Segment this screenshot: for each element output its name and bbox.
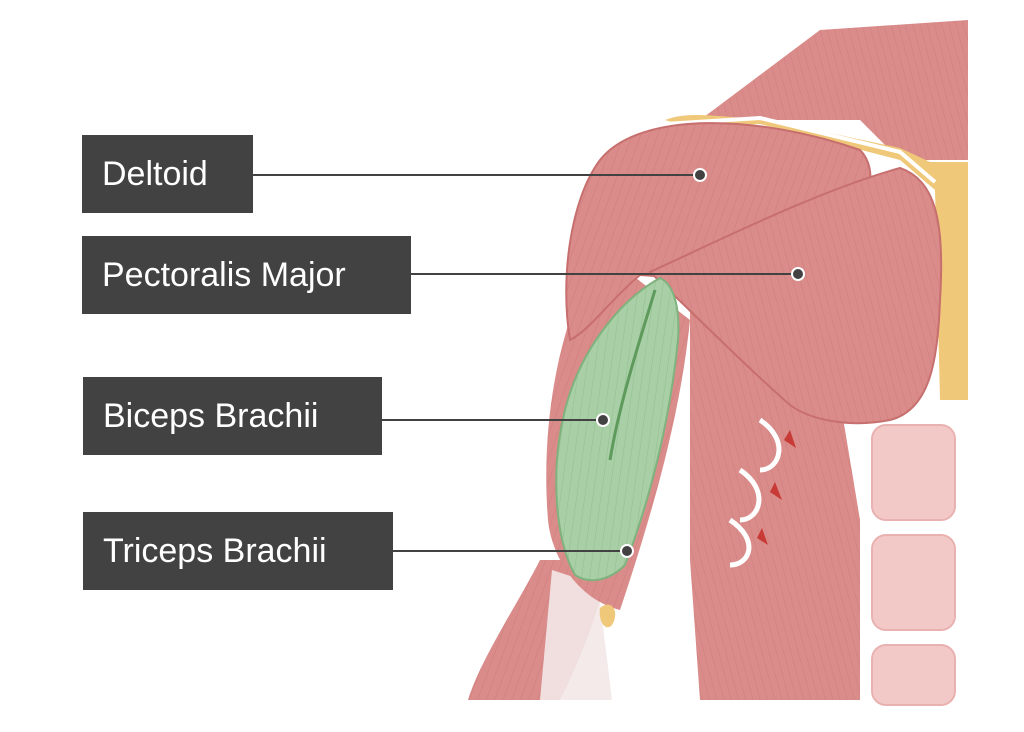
deltoid-label: Deltoid (82, 135, 253, 213)
pectoralis-major-muscle (648, 166, 943, 425)
forearm-muscles (468, 560, 612, 700)
biceps-brachii-label: Biceps Brachii (83, 377, 382, 455)
clavicle-bone (664, 114, 968, 401)
pectoralis-major-label: Pectoralis Major (82, 236, 411, 314)
triceps-brachii-label: Triceps Brachii (83, 512, 393, 590)
abdominal-region (860, 405, 970, 706)
deltoid-pointer (693, 168, 707, 182)
biceps-brachii-muscle (555, 276, 680, 582)
biceps-pointer (596, 413, 610, 427)
pectoralis-pointer (791, 267, 805, 281)
leader-lines (253, 168, 805, 558)
neck-muscles (700, 20, 968, 160)
triceps-pointer (620, 544, 634, 558)
elbow-bone (599, 604, 616, 628)
